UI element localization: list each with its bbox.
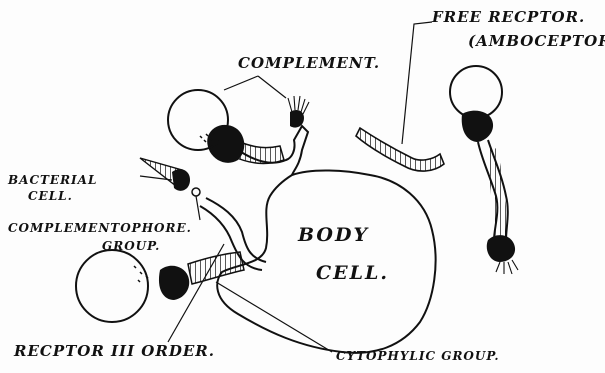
leader-cytophylic xyxy=(216,282,332,352)
label-bacterial: BACTERIAL xyxy=(8,174,97,186)
right-circle xyxy=(450,66,502,118)
leader-free-receptor xyxy=(402,22,432,144)
label-free-receptor: FREE RECPTOR. xyxy=(432,10,585,25)
label-group: GROUP. xyxy=(102,240,160,252)
label-bacterial-cell: CELL. xyxy=(28,190,73,202)
lower-circle xyxy=(76,250,148,322)
leader-complementophore xyxy=(196,196,200,220)
label-complementophore: COMPLEMENTOPHORE. xyxy=(8,222,192,234)
label-body: BODY xyxy=(298,226,369,245)
bacterial-cell-black xyxy=(172,169,190,191)
right-receptor-black-top xyxy=(462,111,493,142)
complementophore-dot xyxy=(192,188,200,196)
label-receptor-order: RECPTOR III ORDER. xyxy=(14,344,215,359)
label-complement: COMPLEMENT. xyxy=(238,56,380,71)
leader-complement-b xyxy=(258,76,286,98)
right-receptor-fringe xyxy=(496,260,518,274)
right-receptor-black-bottom xyxy=(487,235,515,262)
complement-circle-upper xyxy=(168,90,228,150)
label-amboceptor: (AMBOCEPTOR) xyxy=(468,34,605,49)
free-receptor-body xyxy=(356,128,444,171)
label-cytophylic-group: CYTOPHYLIC GROUP. xyxy=(336,350,500,362)
label-body-cell: CELL. xyxy=(316,264,389,283)
receptor-lower-black xyxy=(159,266,189,300)
leader-complement-a xyxy=(224,76,258,90)
